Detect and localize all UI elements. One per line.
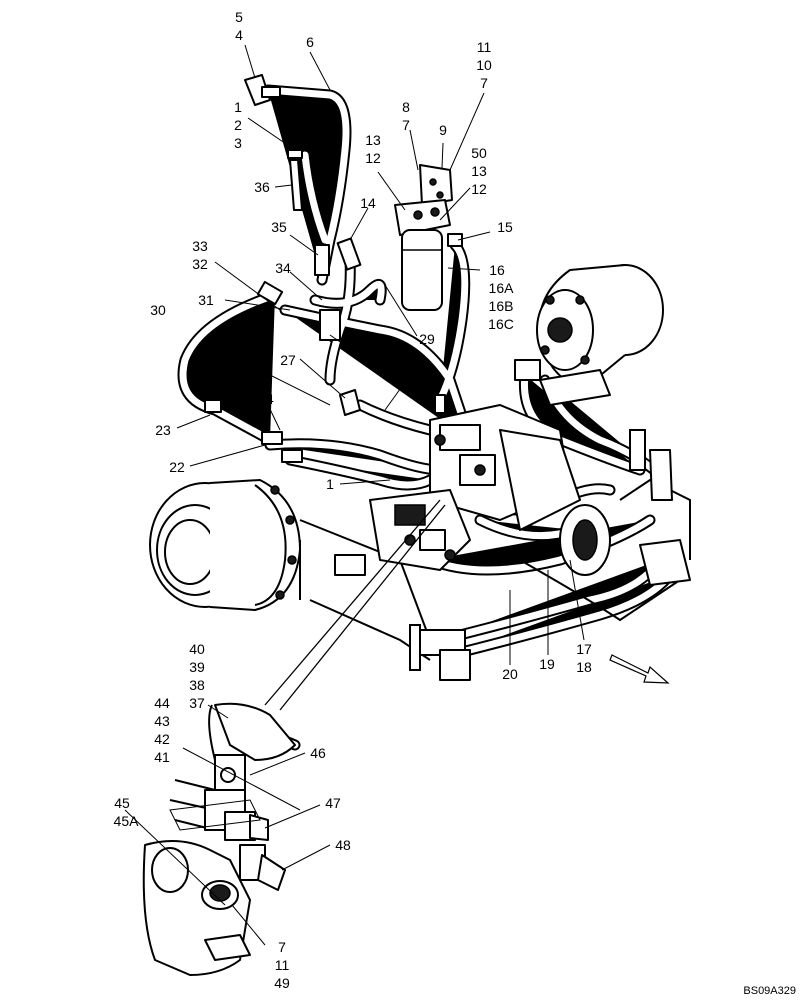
callout-c2: 6 <box>306 34 314 50</box>
callout-c32: 46 <box>310 745 326 761</box>
callout-c14: 34 <box>275 260 291 276</box>
callout-c25: 22 <box>169 459 185 475</box>
callout-c29: 20 <box>502 666 518 682</box>
hose-15 <box>440 245 465 400</box>
callout-c16: 31 <box>198 292 214 308</box>
pump-assembly <box>369 369 691 586</box>
callout-c18: 30 <box>150 302 166 318</box>
direction-arrow <box>609 654 670 684</box>
callout-c19: 25 <box>362 351 378 367</box>
callout-c11: 35 <box>271 219 287 235</box>
callout-c10: 14 <box>360 195 376 211</box>
leader-lines <box>124 44 585 946</box>
callout-c17: 29 <box>419 331 435 347</box>
callout-c21: 27 <box>280 352 296 368</box>
callout-c33: 47 <box>325 795 341 811</box>
callout-c23: 24 <box>258 391 274 407</box>
callout-c7: 9 <box>439 122 447 138</box>
callout-c28: 19 <box>539 656 555 672</box>
fittings <box>204 74 541 681</box>
hose-lower-2 <box>440 560 660 640</box>
detail-connector <box>264 499 446 711</box>
right-wheel-motor <box>536 264 664 389</box>
filter-assembly <box>394 164 453 311</box>
left-wheel-motor <box>149 479 301 611</box>
callout-c26: 1 <box>326 476 334 492</box>
callout-c4: 36 <box>254 179 270 195</box>
reference-code: BS09A329 <box>743 985 796 997</box>
callout-c35: 48 <box>335 837 351 853</box>
callout-c24: 23 <box>155 422 171 438</box>
callout-c22: 28 <box>404 373 420 389</box>
clamp-detail <box>142 702 296 976</box>
callout-c12: 15 <box>497 219 513 235</box>
